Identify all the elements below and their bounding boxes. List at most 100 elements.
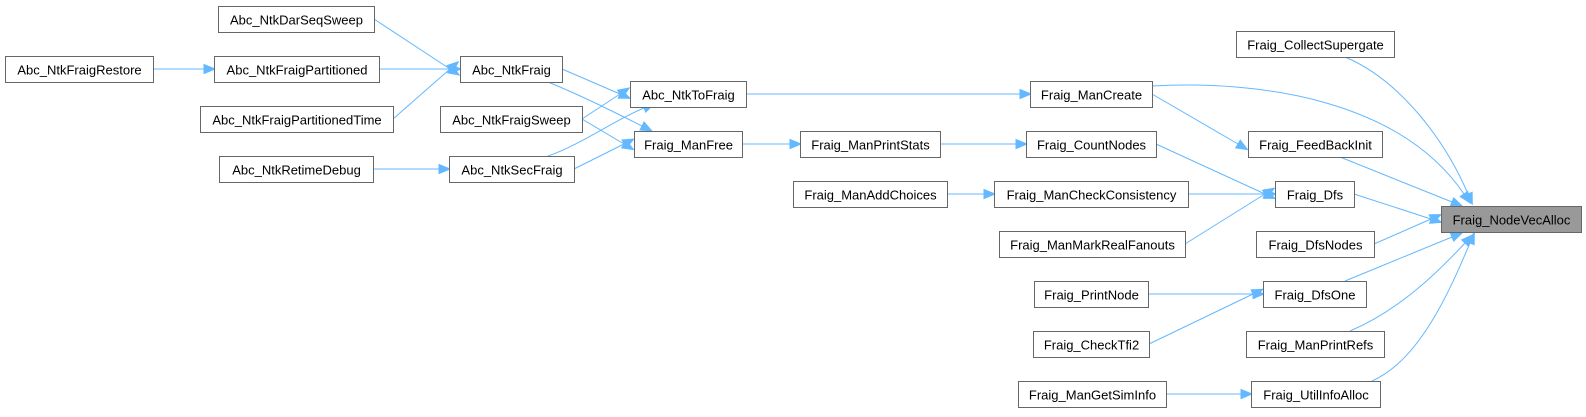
node-label: Abc_NtkSecFraig	[461, 163, 562, 178]
edge-feedback-to-target	[1339, 156, 1464, 207]
caller-node[interactable]: Abc_NtkSecFraig	[449, 156, 575, 183]
node-label: Fraig_DfsNodes	[1269, 238, 1363, 253]
edge-dfs-to-target	[1353, 193, 1443, 224]
edge-line	[1148, 293, 1254, 345]
node-box	[1251, 381, 1381, 408]
caller-node[interactable]: Fraig_ManCreate	[1030, 81, 1153, 108]
arrowhead-icon	[1015, 138, 1029, 150]
node-box	[1248, 131, 1383, 158]
caller-node[interactable]: Fraig_CountNodes	[1026, 131, 1157, 158]
node-label: Fraig_ManCreate	[1041, 88, 1142, 103]
node-label: Abc_NtkFraigPartitionedTime	[212, 113, 381, 128]
node-label: Fraig_DfsOne	[1275, 288, 1356, 303]
edge-secfraig-to-manfree	[573, 138, 636, 170]
caller-node[interactable]: Abc_NtkRetimeDebug	[219, 156, 374, 183]
node-label: Fraig_ManPrintStats	[811, 138, 930, 153]
arrowhead-icon	[1019, 88, 1033, 100]
arrowhead-icon	[1459, 190, 1471, 205]
node-box	[1033, 331, 1150, 358]
node-box	[793, 181, 948, 208]
node-box	[1263, 281, 1367, 308]
caller-node[interactable]: Fraig_DfsOne	[1263, 281, 1367, 308]
edge-manfree-to-printstats	[742, 138, 803, 150]
edge-line	[1373, 218, 1432, 245]
caller-node[interactable]: Abc_NtkFraigRestore	[5, 56, 154, 83]
edge-line	[1151, 84, 1465, 195]
caller-node[interactable]: Fraig_DfsNodes	[1256, 231, 1375, 258]
edge-line	[573, 143, 625, 170]
node-box	[440, 106, 583, 133]
node-label: Abc_NtkFraig	[472, 63, 551, 78]
edge-addchoices-to-checkcons	[947, 188, 997, 200]
arrowhead-icon	[1449, 232, 1464, 243]
caller-node[interactable]: Fraig_PrintNode	[1034, 281, 1149, 308]
node-box	[219, 156, 374, 183]
node-box	[1018, 381, 1167, 408]
node-box	[5, 56, 154, 83]
node-label: Abc_NtkDarSeqSweep	[230, 13, 363, 28]
node-label: Abc_NtkFraigPartitioned	[227, 63, 368, 78]
caller-node[interactable]: Fraig_CollectSupergate	[1236, 31, 1395, 58]
edge-line	[547, 107, 645, 157]
arrowhead-icon	[983, 188, 997, 200]
caller-node[interactable]: Fraig_Dfs	[1275, 181, 1355, 208]
node-box	[460, 56, 563, 83]
edge-line	[392, 68, 451, 120]
caller-node[interactable]: Abc_NtkFraigSweep	[440, 106, 583, 133]
arrowhead-icon	[621, 138, 636, 149]
edge-darseqsweep-to-ntkfraig	[373, 18, 461, 76]
edge-printstats-to-countnodes	[940, 138, 1029, 150]
node-label: Fraig_Dfs	[1287, 188, 1344, 203]
edge-line	[1339, 156, 1453, 203]
nodes-layer: Fraig_NodeVecAlloc Fraig_CollectSupergate…	[5, 6, 1582, 408]
caller-node[interactable]: Fraig_ManCheckConsistency	[994, 181, 1189, 208]
caller-node[interactable]: Abc_NtkFraigPartitionedTime	[200, 106, 394, 133]
target-node[interactable]: Fraig_NodeVecAlloc	[1441, 206, 1582, 233]
edge-line	[547, 81, 643, 127]
node-box	[1256, 231, 1375, 258]
caller-node[interactable]: Abc_NtkToFraig	[630, 81, 747, 108]
edge-ntkfraig-to-manfree	[547, 81, 654, 132]
arrowhead-icon	[203, 63, 217, 75]
caller-node[interactable]: Fraig_CheckTfi2	[1033, 331, 1150, 358]
caller-node[interactable]: Fraig_ManGetSimInfo	[1018, 381, 1167, 408]
caller-node[interactable]: Fraig_ManAddChoices	[793, 181, 948, 208]
arrowhead-icon	[446, 60, 460, 74]
edge-line	[581, 93, 621, 120]
edge-line	[561, 68, 621, 95]
caller-node[interactable]: Fraig_FeedBackInit	[1248, 131, 1383, 158]
node-box	[1030, 81, 1153, 108]
node-label: Fraig_CountNodes	[1037, 138, 1147, 153]
edge-getsiminfo-to-utilinfo	[1166, 388, 1254, 400]
arrowhead-icon	[1240, 388, 1254, 400]
node-label: Fraig_ManMarkRealFanouts	[1010, 238, 1175, 253]
caller-node[interactable]: Fraig_ManPrintRefs	[1246, 331, 1385, 358]
caller-node[interactable]: Fraig_ManMarkRealFanouts	[999, 231, 1186, 258]
edge-fraigparttime-to-ntkfraig	[392, 60, 460, 120]
node-label: Fraig_CollectSupergate	[1247, 38, 1384, 53]
caller-node[interactable]: Abc_NtkFraigPartitioned	[214, 56, 380, 83]
caller-node[interactable]: Fraig_ManFree	[634, 131, 743, 158]
node-label: Fraig_ManAddChoices	[804, 188, 937, 203]
arrowhead-icon	[1234, 139, 1249, 151]
edge-retimedebug-to-secfraig	[373, 163, 452, 175]
node-box	[630, 81, 747, 108]
node-box	[634, 131, 743, 158]
caller-node[interactable]: Abc_NtkDarSeqSweep	[218, 6, 375, 33]
node-label: Abc_NtkFraigSweep	[452, 113, 571, 128]
node-box	[1236, 31, 1395, 58]
edge-line	[1349, 242, 1466, 332]
node-label: Fraig_ManGetSimInfo	[1029, 388, 1156, 403]
edge-fraigsweep-to-ntktofraig	[581, 87, 631, 120]
node-box	[200, 106, 394, 133]
arrowhead-icon	[1428, 214, 1443, 225]
caller-node[interactable]: Fraig_UtilInfoAlloc	[1251, 381, 1381, 408]
node-box	[1246, 331, 1385, 358]
edge-mancreate-to-target	[1151, 84, 1471, 205]
node-label: Abc_NtkFraigRestore	[17, 63, 141, 78]
caller-node[interactable]: Fraig_ManPrintStats	[800, 131, 941, 158]
caller-node[interactable]: Abc_NtkFraig	[460, 56, 563, 83]
edge-line	[1155, 143, 1266, 195]
node-label: Fraig_UtilInfoAlloc	[1263, 388, 1369, 403]
